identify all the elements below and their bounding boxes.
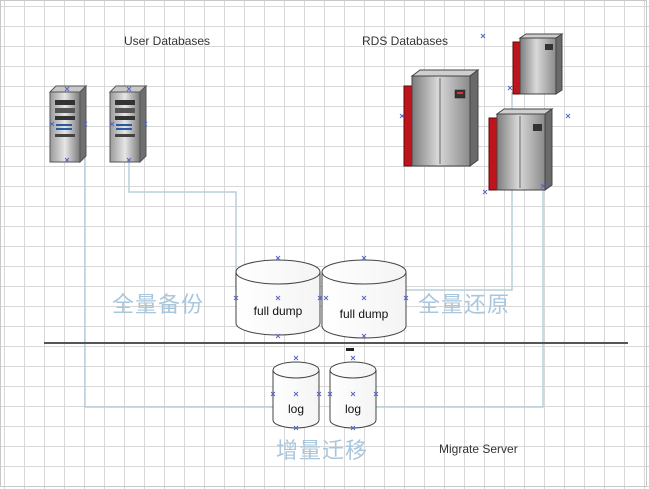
log-cylinder-left (272, 361, 320, 429)
log-label-left: log (287, 402, 304, 416)
server-divider-line (44, 342, 628, 344)
divider-marker (346, 348, 354, 351)
full-dump-cylinder-right (321, 259, 407, 339)
rds-database-cabinet-large (403, 69, 480, 167)
full-restore-label: 全量还原 (418, 293, 511, 318)
incremental-migration-label: 增量迁移 (276, 439, 369, 464)
rds-database-cabinet-small (512, 33, 564, 95)
user-database-server-1 (48, 84, 88, 164)
user-database-server-2 (108, 84, 148, 164)
full-dump-label-left: full dump (253, 304, 303, 318)
rds-databases-label: RDS Databases (362, 34, 449, 48)
migrate-server-label: Migrate Server (439, 442, 518, 456)
connection-points (49, 33, 571, 431)
rds-database-cabinet-medium (488, 108, 554, 191)
log-cylinder-right (329, 361, 377, 429)
connector-log-to-rds-right (376, 188, 544, 408)
user-databases-label: User Databases (124, 34, 211, 48)
full-dump-cylinder-left (235, 259, 321, 336)
connector-user1-to-log (84, 124, 280, 408)
full-backup-label: 全量备份 (112, 293, 205, 318)
log-label-right: log (344, 402, 361, 416)
full-dump-label-right: full dump (339, 307, 389, 321)
